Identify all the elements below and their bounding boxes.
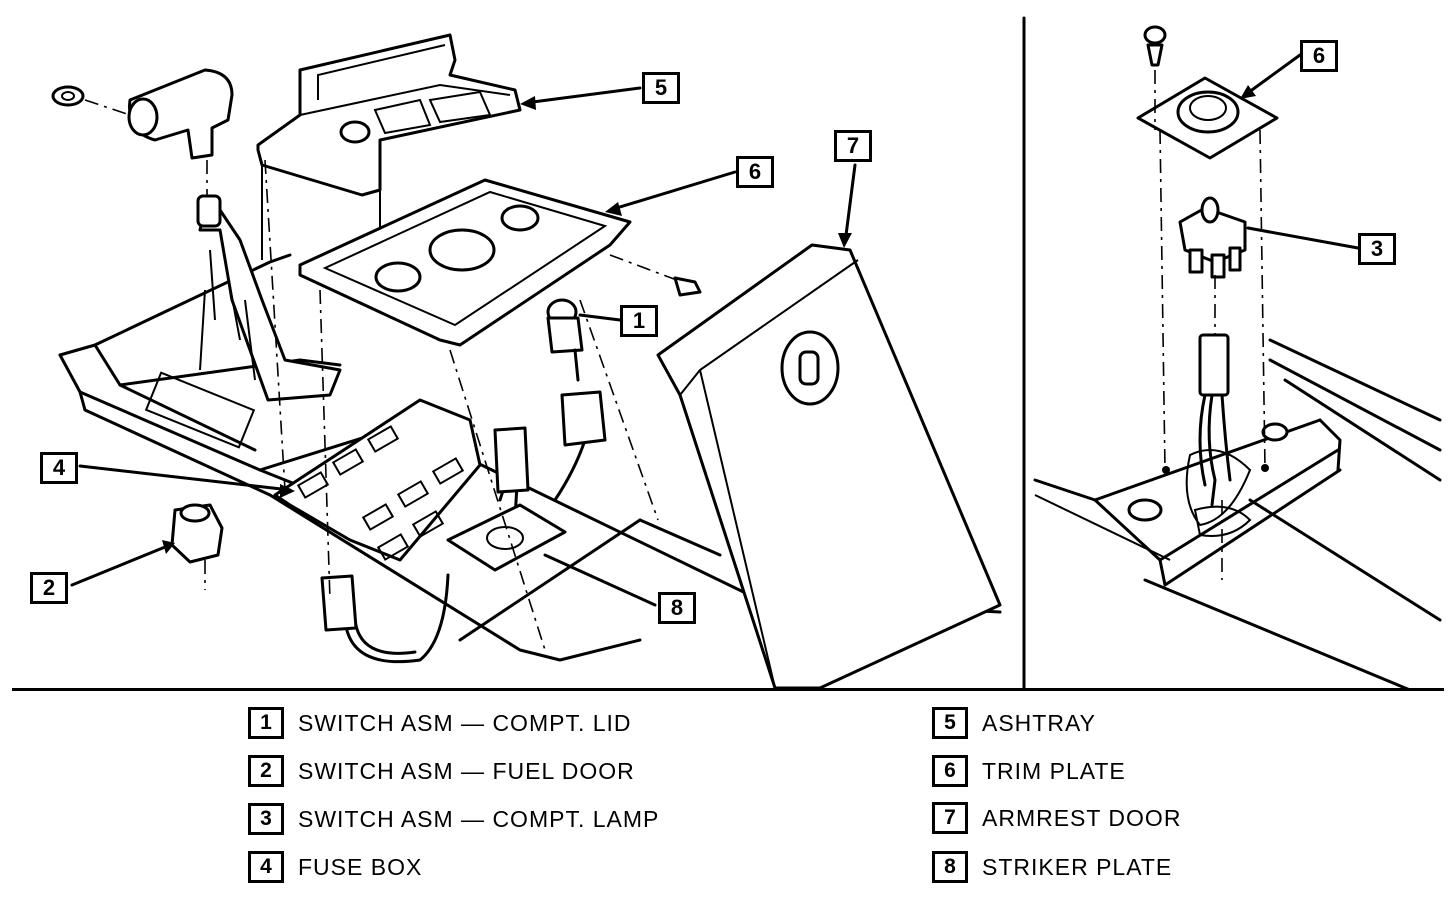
knob-nut — [51, 85, 85, 107]
legend-item-4: 4 FUSE BOX — [248, 850, 422, 884]
leader-lines-left — [70, 86, 857, 607]
compt-lamp-switch — [1178, 196, 1247, 279]
callout-6-right: 6 — [1300, 40, 1338, 72]
callout-4: 4 — [40, 452, 78, 484]
legend-item-7: 7 ARMREST DOOR — [932, 801, 1181, 835]
callout-3: 3 — [1358, 233, 1396, 265]
fuel-door-switch — [170, 503, 224, 564]
fuse-box — [273, 398, 482, 562]
legend-item-2: 2 SWITCH ASM — FUEL DOOR — [248, 754, 635, 788]
legend-number: 8 — [932, 851, 968, 883]
callout-8: 8 — [658, 592, 696, 624]
callout-5: 5 — [642, 72, 680, 104]
armrest-door — [656, 243, 1002, 690]
legend-number: 5 — [932, 707, 968, 739]
legend-divider — [12, 688, 1444, 691]
legend-label: SWITCH ASM — COMPT. LAMP — [298, 805, 660, 832]
callout-1: 1 — [620, 305, 658, 337]
callout-7: 7 — [834, 130, 872, 162]
legend-label: FUSE BOX — [298, 853, 423, 880]
wiring-harness — [320, 390, 607, 664]
right-screw — [1143, 25, 1167, 67]
trim-plate — [298, 178, 632, 347]
right-floor-panel — [1033, 338, 1442, 690]
legend-label: STRIKER PLATE — [982, 853, 1173, 880]
legend-label: ASHTRAY — [982, 709, 1096, 736]
legend-label: ARMREST DOOR — [982, 804, 1182, 831]
legend-item-3: 3 SWITCH ASM — COMPT. LAMP — [248, 802, 659, 836]
legend-number: 6 — [932, 755, 968, 787]
trim-screw — [673, 276, 702, 297]
right-trim-plate — [1136, 76, 1279, 160]
striker-plate — [446, 503, 567, 572]
legend-number: 2 — [248, 755, 284, 787]
legend-number: 3 — [248, 803, 284, 835]
shift-knob — [127, 68, 234, 160]
leader-lines-right — [1240, 53, 1360, 250]
legend-number: 1 — [248, 707, 284, 739]
legend-item-5: 5 ASHTRAY — [932, 706, 1096, 740]
right-wiring — [1198, 333, 1232, 507]
legend-item-8: 8 STRIKER PLATE — [932, 850, 1172, 884]
legend-number: 4 — [248, 851, 284, 883]
legend-item-6: 6 TRIM PLATE — [932, 754, 1126, 788]
shift-boot — [196, 194, 342, 402]
callout-2: 2 — [30, 572, 68, 604]
callout-6-left: 6 — [736, 156, 774, 188]
compt-lid-switch — [546, 298, 584, 382]
console-exploded-view — [51, 16, 1442, 690]
legend-item-1: 1 SWITCH ASM — COMPT. LID — [248, 706, 632, 740]
ashtray — [256, 33, 522, 260]
legend-number: 7 — [932, 802, 968, 834]
legend-label: SWITCH ASM — FUEL DOOR — [298, 757, 635, 784]
legend-label: TRIM PLATE — [982, 757, 1126, 784]
legend-label: SWITCH ASM — COMPT. LID — [298, 709, 632, 736]
